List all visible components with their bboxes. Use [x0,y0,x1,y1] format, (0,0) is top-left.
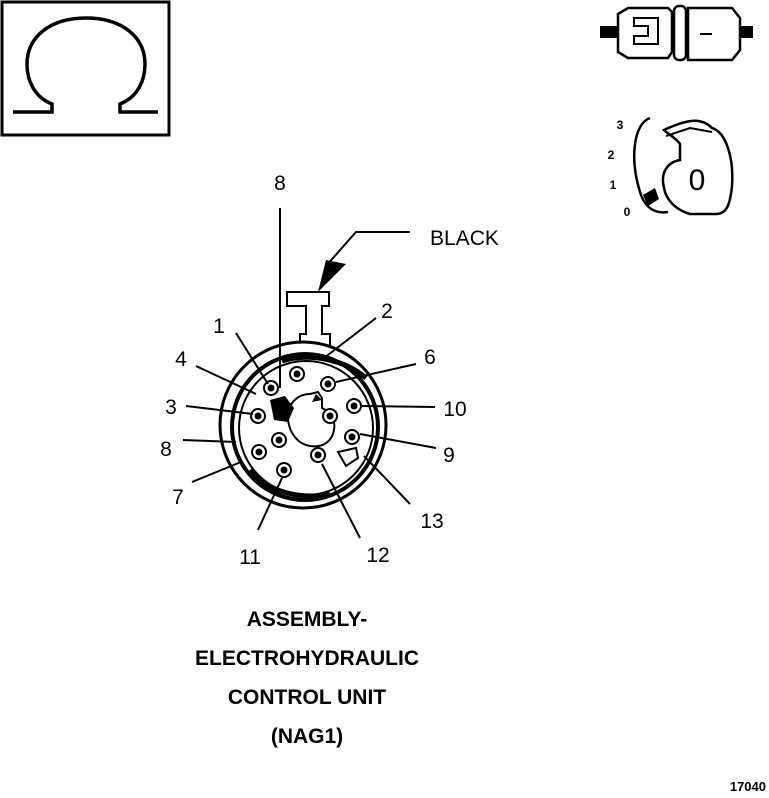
caption-line-3: CONTROL UNIT [228,686,386,709]
ignition-position-0: 0 [624,205,631,219]
caption-line-1: ASSEMBLY- [247,608,368,631]
ignition-key-icon: 0 3 2 1 0 [608,116,734,219]
pin-label-13: 13 [420,510,443,533]
figure-number: 17040 [730,779,766,794]
caption-line-4: (NAG1) [271,725,343,748]
ignition-key-label: 0 [689,164,706,197]
pin-label-12: 12 [366,544,389,567]
pin-label-7: 7 [172,486,184,509]
pin-label-11: 11 [239,546,261,569]
pin-label-10: 10 [443,398,466,421]
pin-label-8-top: 8 [274,172,286,195]
ohmmeter-symbol [0,0,171,137]
pin-label-2: 2 [381,300,393,323]
connector-face [218,291,388,510]
wire-color-callout: BLACK [318,227,499,292]
pin-label-4: 4 [175,348,187,371]
pin-label-1: 1 [213,315,225,338]
pin-label-8-left: 8 [160,438,172,461]
pin-cavities [250,366,362,478]
pin-labels: 8 1 2 4 6 3 10 8 9 7 13 11 12 [160,172,467,569]
ignition-position-2: 2 [608,148,615,162]
caption-line-2: ELECTROHYDRAULIC [195,647,419,670]
leader-lines [182,208,437,539]
ignition-position-3: 3 [617,118,624,132]
pin-label-9: 9 [443,444,455,467]
connector-icon [600,4,753,62]
ohm-icon [13,16,158,114]
pin-label-6: 6 [424,346,436,369]
component-caption: ASSEMBLY- ELECTROHYDRAULIC CONTROL UNIT … [195,608,419,748]
pin-label-3: 3 [165,396,177,419]
wire-color-label: BLACK [430,227,499,250]
ignition-position-1: 1 [610,178,617,192]
